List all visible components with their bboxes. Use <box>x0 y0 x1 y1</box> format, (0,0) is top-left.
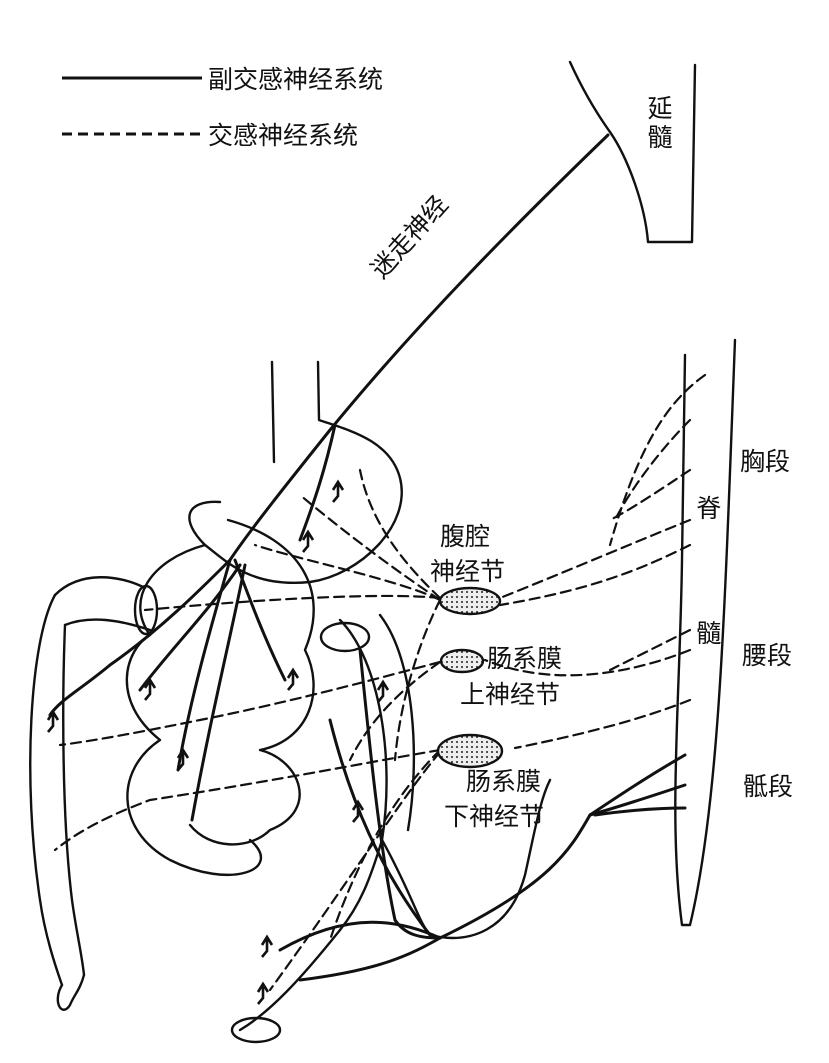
spinal-cord-label: 脊髓 <box>692 495 722 745</box>
ascending-colon <box>29 593 86 987</box>
legend-parasympathetic: 副交感神经系统 <box>62 60 383 96</box>
dashed-line-swatch <box>62 132 202 136</box>
lumbar-label: 腰段 <box>742 641 793 670</box>
legend-parasympathetic-label: 副交感神经系统 <box>208 65 384 94</box>
transverse-colon <box>53 576 152 632</box>
descending-colon-opening <box>319 621 371 653</box>
inferior-mesenteric-label-1: 肠系膜 <box>466 767 542 796</box>
parasympathetic-pathways <box>48 133 687 982</box>
rectum <box>238 778 552 1032</box>
celiac-ganglion-label-1: 腹腔 <box>440 522 491 551</box>
celiac-ganglion-label-2: 神经节 <box>430 557 506 586</box>
superior-mesenteric-ganglion <box>439 648 485 674</box>
esophagus-outline <box>270 360 276 464</box>
superior-mesenteric-label-1: 肠系膜 <box>487 644 563 673</box>
superior-mesenteric-label-2: 上神经节 <box>460 680 561 709</box>
rectum-opening <box>230 1016 282 1044</box>
stomach-outline <box>188 360 403 585</box>
legend-sympathetic: 交感神经系统 <box>62 116 358 152</box>
solid-line-swatch <box>62 76 202 80</box>
descending-colon <box>338 613 416 932</box>
celiac-ganglion <box>438 586 502 616</box>
small-intestine <box>125 518 315 877</box>
sympathetic-pathways <box>53 373 707 992</box>
spinal-cord-outline <box>674 338 737 927</box>
appendix <box>56 973 86 1011</box>
medulla-outline <box>568 60 697 244</box>
sacral-label: 骶段 <box>743 772 794 801</box>
nerve-endings <box>46 479 390 1005</box>
inferior-mesenteric-label-2: 下神经节 <box>444 802 545 831</box>
thoracic-label: 胸段 <box>740 447 791 476</box>
spinal-cord-label-top: 脊髓 <box>692 495 722 752</box>
legend-sympathetic-label: 交感神经系统 <box>208 121 359 150</box>
inferior-mesenteric-ganglion <box>436 733 504 769</box>
medulla-label: 延髓 <box>644 95 673 153</box>
